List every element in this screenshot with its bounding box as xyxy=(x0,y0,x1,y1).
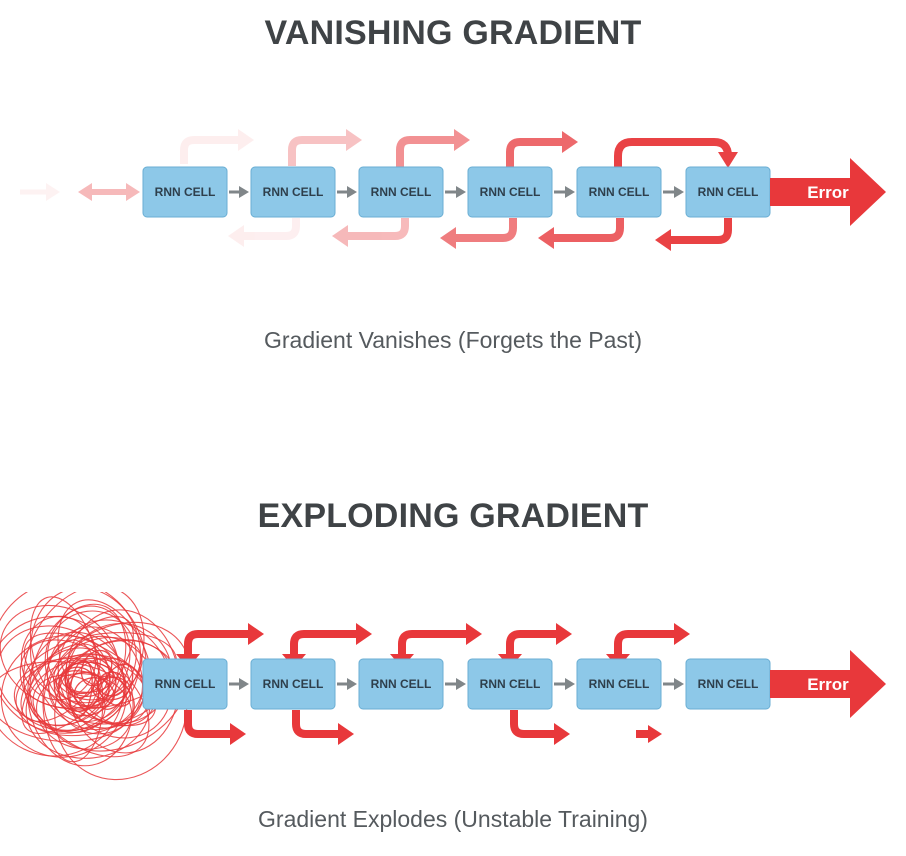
exploding-gradient-arrow-upper xyxy=(290,623,372,658)
vanishing-error-arrow: Error xyxy=(770,158,886,226)
vanishing-rnn-cell: RNN CELL xyxy=(358,166,444,218)
vanishing-error-label: Error xyxy=(807,183,849,202)
exploding-rnn-cell: RNN CELL xyxy=(142,658,228,710)
exploding-error-label: Error xyxy=(807,675,849,694)
exploding-caption: Gradient Explodes (Unstable Training) xyxy=(258,806,648,832)
exploding-cell-label: RNN CELL xyxy=(371,677,432,691)
vanishing-rnn-cell: RNN CELL xyxy=(142,166,228,218)
vanishing-cell-connector-arrow xyxy=(445,186,466,198)
exploding-rnn-cell: RNN CELL xyxy=(685,658,771,710)
exploding-cell-connector-arrow xyxy=(663,678,684,690)
vanishing-cell-label: RNN CELL xyxy=(371,185,432,199)
exploding-gradient-arrow-lower xyxy=(292,710,354,745)
exploding-title: EXPLODING GRADIENT xyxy=(257,497,649,535)
exploding-rnn-cell: RNN CELL xyxy=(358,658,444,710)
exploding-gradient-arrow-upper xyxy=(614,623,690,658)
gradient-backprop-arrow-upper xyxy=(506,131,578,168)
exploding-gradient-arrow-lower xyxy=(510,710,570,745)
vanishing-cell-connector-arrow xyxy=(229,186,249,198)
exploding-cell-connector-arrow xyxy=(229,678,249,690)
gradient-backprop-arrow-lower xyxy=(655,218,732,251)
vanishing-caption: Gradient Vanishes (Forgets the Past) xyxy=(264,327,642,353)
exploding-gradient-arrow-lower xyxy=(636,725,662,743)
gradient-loop-arrow xyxy=(614,138,738,168)
gradient-backprop-arrow-lower xyxy=(440,218,517,249)
exploding-gradient-arrow-upper xyxy=(398,623,482,658)
exploding-gradient-arrow-lower xyxy=(184,710,246,745)
exploding-cell-label: RNN CELL xyxy=(589,677,650,691)
vanishing-rnn-cell: RNN CELL xyxy=(467,166,553,218)
vanishing-cell-label: RNN CELL xyxy=(589,185,650,199)
vanishing-rnn-cell: RNN CELL xyxy=(250,166,336,218)
vanishing-cell-label: RNN CELL xyxy=(263,185,324,199)
vanishing-cell-connector-arrow xyxy=(337,186,357,198)
exploding-cell-label: RNN CELL xyxy=(155,677,216,691)
exploding-error-arrow: Error xyxy=(770,650,886,718)
exploding-cell-label: RNN CELL xyxy=(263,677,324,691)
vanishing-cell-label: RNN CELL xyxy=(698,185,759,199)
vanishing-rnn-cell: RNN CELL xyxy=(685,166,771,218)
exploding-cell-label: RNN CELL xyxy=(698,677,759,691)
vanishing-title: VANISHING GRADIENT xyxy=(264,14,642,52)
gradient-backprop-arrow-lower xyxy=(332,218,409,247)
vanishing-cell-connector-arrow xyxy=(663,186,684,198)
vanishing-cell-label: RNN CELL xyxy=(155,185,216,199)
vanishing-cell-label: RNN CELL xyxy=(480,185,541,199)
faded-gradient-arrow xyxy=(78,183,140,201)
exploding-cell-label: RNN CELL xyxy=(480,677,541,691)
exploding-gradient-arrow-upper xyxy=(506,623,572,658)
vanishing-diagram: RNN CELL RNN CELL RNN CELL RNN CELL RNN CELL… xyxy=(20,129,886,251)
exploding-cell-connector-arrow xyxy=(337,678,357,690)
gradient-backprop-arrow-lower xyxy=(538,218,624,249)
exploding-diagram: RNN CELL RNN CELL RNN CELL RNN CELL RNN CELL… xyxy=(0,592,886,781)
vanishing-cell-connector-arrow xyxy=(554,186,575,198)
faded-gradient-arrow xyxy=(20,183,60,201)
gradient-backprop-arrow-upper xyxy=(288,129,362,166)
exploding-gradient-arrow-upper xyxy=(184,623,264,658)
exploding-rnn-cell: RNN CELL xyxy=(576,658,662,710)
exploding-cell-connector-arrow xyxy=(554,678,575,690)
gradient-backprop-arrow-upper xyxy=(180,129,254,164)
gradient-backprop-arrow-upper xyxy=(396,129,470,168)
exploding-rnn-cell: RNN CELL xyxy=(467,658,553,710)
exploding-cell-connector-arrow xyxy=(445,678,466,690)
exploding-rnn-cell: RNN CELL xyxy=(250,658,336,710)
gradient-backprop-arrow-lower xyxy=(228,218,300,247)
vanishing-rnn-cell: RNN CELL xyxy=(576,166,662,218)
